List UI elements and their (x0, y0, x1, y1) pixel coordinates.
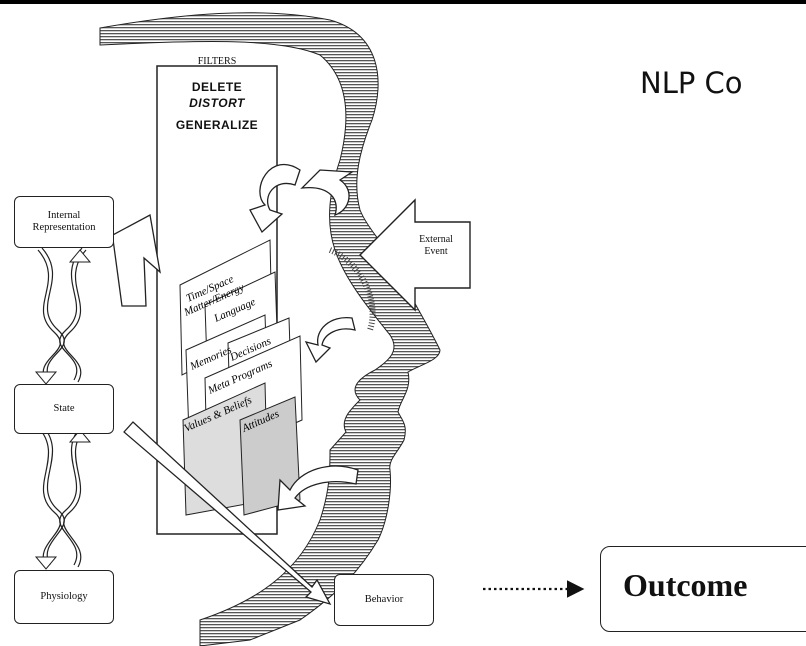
external-event-label: External Event (410, 234, 462, 257)
head-profile (99, 12, 441, 646)
feedback-loops (37, 247, 87, 568)
behavior-box: Behavior (334, 574, 434, 626)
external-line2: Event (424, 245, 448, 257)
state-box: State (14, 384, 114, 434)
physiology-box: Physiology (14, 570, 114, 624)
internal-line1: Internal (47, 209, 81, 221)
outcome-box: Outcome (600, 546, 806, 632)
filter-cards (179, 239, 303, 516)
filters-title: FILTERS (197, 56, 237, 67)
filter-delete: DELETE (191, 80, 243, 94)
internal-line2: Representation (32, 222, 96, 233)
state-to-behavior-arrow (123, 421, 332, 606)
internal-representation-box: Internal Representation (14, 196, 114, 248)
external-line1: External (419, 234, 453, 245)
page-title: NLP Co (640, 66, 743, 100)
filter-generalize: GENERALIZE (175, 118, 259, 132)
filter-distort: DISTORT (189, 96, 245, 110)
external-event-arrow (359, 198, 471, 312)
curved-arrows (249, 163, 359, 511)
top-border (0, 0, 806, 4)
outcome-label: Outcome (623, 567, 748, 603)
loop-arrowheads (34, 249, 92, 570)
